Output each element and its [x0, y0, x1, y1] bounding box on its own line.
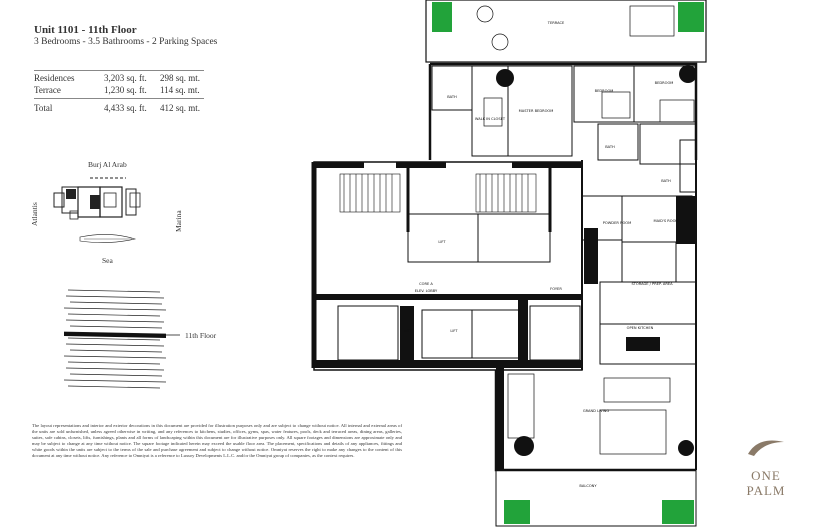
room-label-bedroom-2: BEDROOM — [655, 81, 674, 85]
room-label-living: GRAND LIVING — [583, 409, 609, 413]
keyplan-east-label: Marina — [174, 210, 183, 232]
keyplan-west-label: Atlantis — [30, 202, 39, 226]
room-label-powder: POWDER ROOM — [603, 221, 631, 225]
room-label-bath: BATH — [447, 95, 457, 99]
room-label-maids: MAID'S ROOM — [653, 219, 678, 223]
area-sqm: 114 sq. mt. — [160, 85, 200, 95]
area-table: Residences 3,203 sq. ft. 298 sq. mt. Ter… — [34, 72, 204, 114]
total-label: Total — [34, 103, 53, 113]
disclaimer-text: The layout representations and interior … — [32, 423, 402, 459]
keyplan-diagram — [53, 177, 141, 243]
room-label-lift-3: LIFT — [450, 329, 458, 333]
room-label-terrace: TERRACE — [547, 21, 565, 25]
total-sqft: 4,433 sq. ft. — [104, 103, 147, 113]
keyplan-south-label: Sea — [102, 256, 113, 265]
total-row: Total 4,433 sq. ft. 412 sq. mt. — [34, 96, 204, 114]
room-label-elev-lobby: ELEV. LOBBY — [415, 289, 438, 293]
room-label-storage: STORAGE / PREP. AREA — [631, 282, 673, 286]
logo-line-1: ONE — [751, 468, 781, 483]
area-sqft: 3,203 sq. ft. — [104, 73, 147, 83]
logo-line-2: PALM — [746, 483, 786, 498]
unit-subtitle: 3 Bedrooms - 3.5 Bathrooms - 2 Parking S… — [34, 37, 218, 47]
one-palm-logo-mark — [748, 440, 784, 456]
area-sqft: 1,230 sq. ft. — [104, 85, 147, 95]
floor-stack-diagram — [63, 289, 180, 389]
area-rule-mid — [34, 98, 204, 99]
total-sqm: 412 sq. mt. — [160, 103, 201, 113]
area-row: Terrace 1,230 sq. ft. 114 sq. mt. — [34, 84, 204, 96]
area-label: Residences — [34, 73, 75, 83]
room-label-walkin: WALK IN CLOSET — [475, 117, 506, 121]
keyplan-north-label: Burj Al Arab — [88, 160, 127, 169]
area-sqm: 298 sq. mt. — [160, 73, 201, 83]
floor-plan: TERRACE BATH WALK IN CLOSET MASTER BEDRO… — [311, 0, 707, 527]
one-palm-logo-text: ONE PALM — [738, 468, 794, 498]
room-label-bath-2: BATH — [605, 145, 615, 149]
room-label-bath-3: BATH — [661, 179, 671, 183]
room-label-core: CORE A — [419, 282, 433, 286]
room-label-lift-1: LIFT — [438, 240, 446, 244]
area-row: Residences 3,203 sq. ft. 298 sq. mt. — [34, 72, 204, 84]
floor-level-label: 11th Floor — [185, 331, 217, 340]
room-label-balcony: BALCONY — [579, 484, 597, 488]
room-label-lift-2: LIFT — [404, 329, 412, 333]
unit-title: Unit 1101 - 11th Floor — [34, 24, 137, 36]
area-label: Terrace — [34, 85, 61, 95]
room-label-master-bedroom: MASTER BEDROOM — [519, 109, 554, 113]
room-label-foyer: FOYER — [550, 287, 562, 291]
room-label-bedroom-1: BEDROOM — [595, 89, 614, 93]
room-label-kitchen: OPEN KITCHEN — [627, 326, 654, 330]
area-rule-top — [34, 70, 204, 71]
